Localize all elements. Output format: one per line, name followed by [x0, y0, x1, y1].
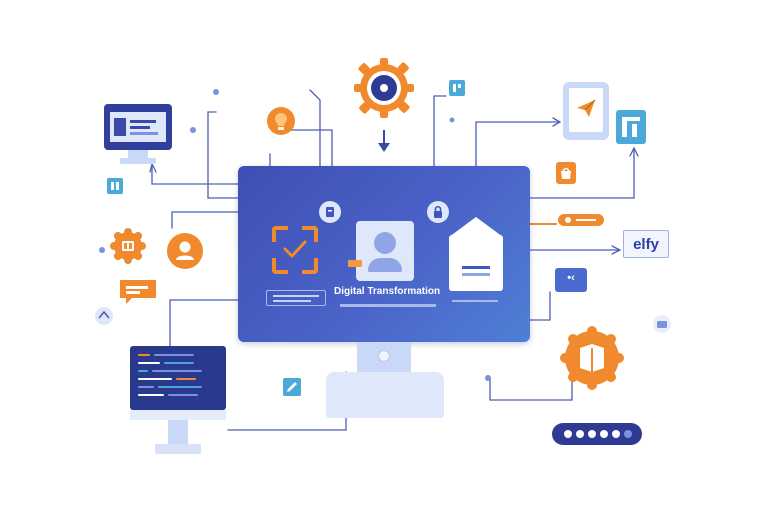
lock-icon — [427, 201, 449, 223]
gear-icon — [354, 58, 414, 118]
document-caption-line — [452, 300, 498, 302]
document-line — [462, 273, 490, 276]
code-monitor-base — [155, 444, 201, 454]
document-node-icon — [319, 201, 341, 223]
pen-icon — [283, 378, 301, 396]
paper-plane-icon — [577, 99, 596, 117]
computer-base — [120, 158, 156, 164]
package-icon — [560, 326, 624, 390]
computer-content — [114, 118, 158, 136]
brand-badge-text: elfy — [633, 236, 659, 253]
basket-icon — [556, 162, 576, 184]
code-monitor-icon — [130, 346, 226, 410]
scan-caption-box — [266, 290, 326, 306]
document-roof — [449, 217, 503, 237]
code-monitor-chin — [130, 410, 226, 420]
settings-badge-icon — [110, 228, 146, 264]
user-profile-tag — [348, 260, 362, 267]
loading-dots-icon — [552, 423, 642, 445]
monitor-base — [326, 372, 444, 418]
lightbulb-icon — [267, 107, 295, 135]
document-line — [462, 266, 490, 269]
sync-icon — [95, 307, 113, 325]
message-badge-text: •‹ — [567, 272, 575, 284]
user-icon — [167, 233, 203, 269]
brand-badge — [623, 230, 669, 258]
building-icon — [616, 110, 646, 144]
key-icon — [558, 214, 604, 226]
chat-icon — [120, 280, 156, 304]
camera-icon — [653, 315, 671, 333]
message-badge — [555, 268, 587, 292]
checkmark-icon — [283, 240, 307, 258]
hero-subtitle-line — [340, 304, 436, 307]
computer-stand — [128, 150, 148, 158]
document-icon — [449, 235, 503, 291]
user-profile-body — [368, 258, 402, 272]
hero-title: Digital Transformation — [334, 286, 441, 297]
monitor-knob — [378, 350, 390, 362]
scan-check-icon — [272, 226, 318, 274]
user-profile-icon — [374, 232, 396, 254]
document-small-icon — [107, 178, 123, 194]
building-small-icon — [449, 80, 465, 96]
code-monitor-stand — [168, 420, 188, 444]
